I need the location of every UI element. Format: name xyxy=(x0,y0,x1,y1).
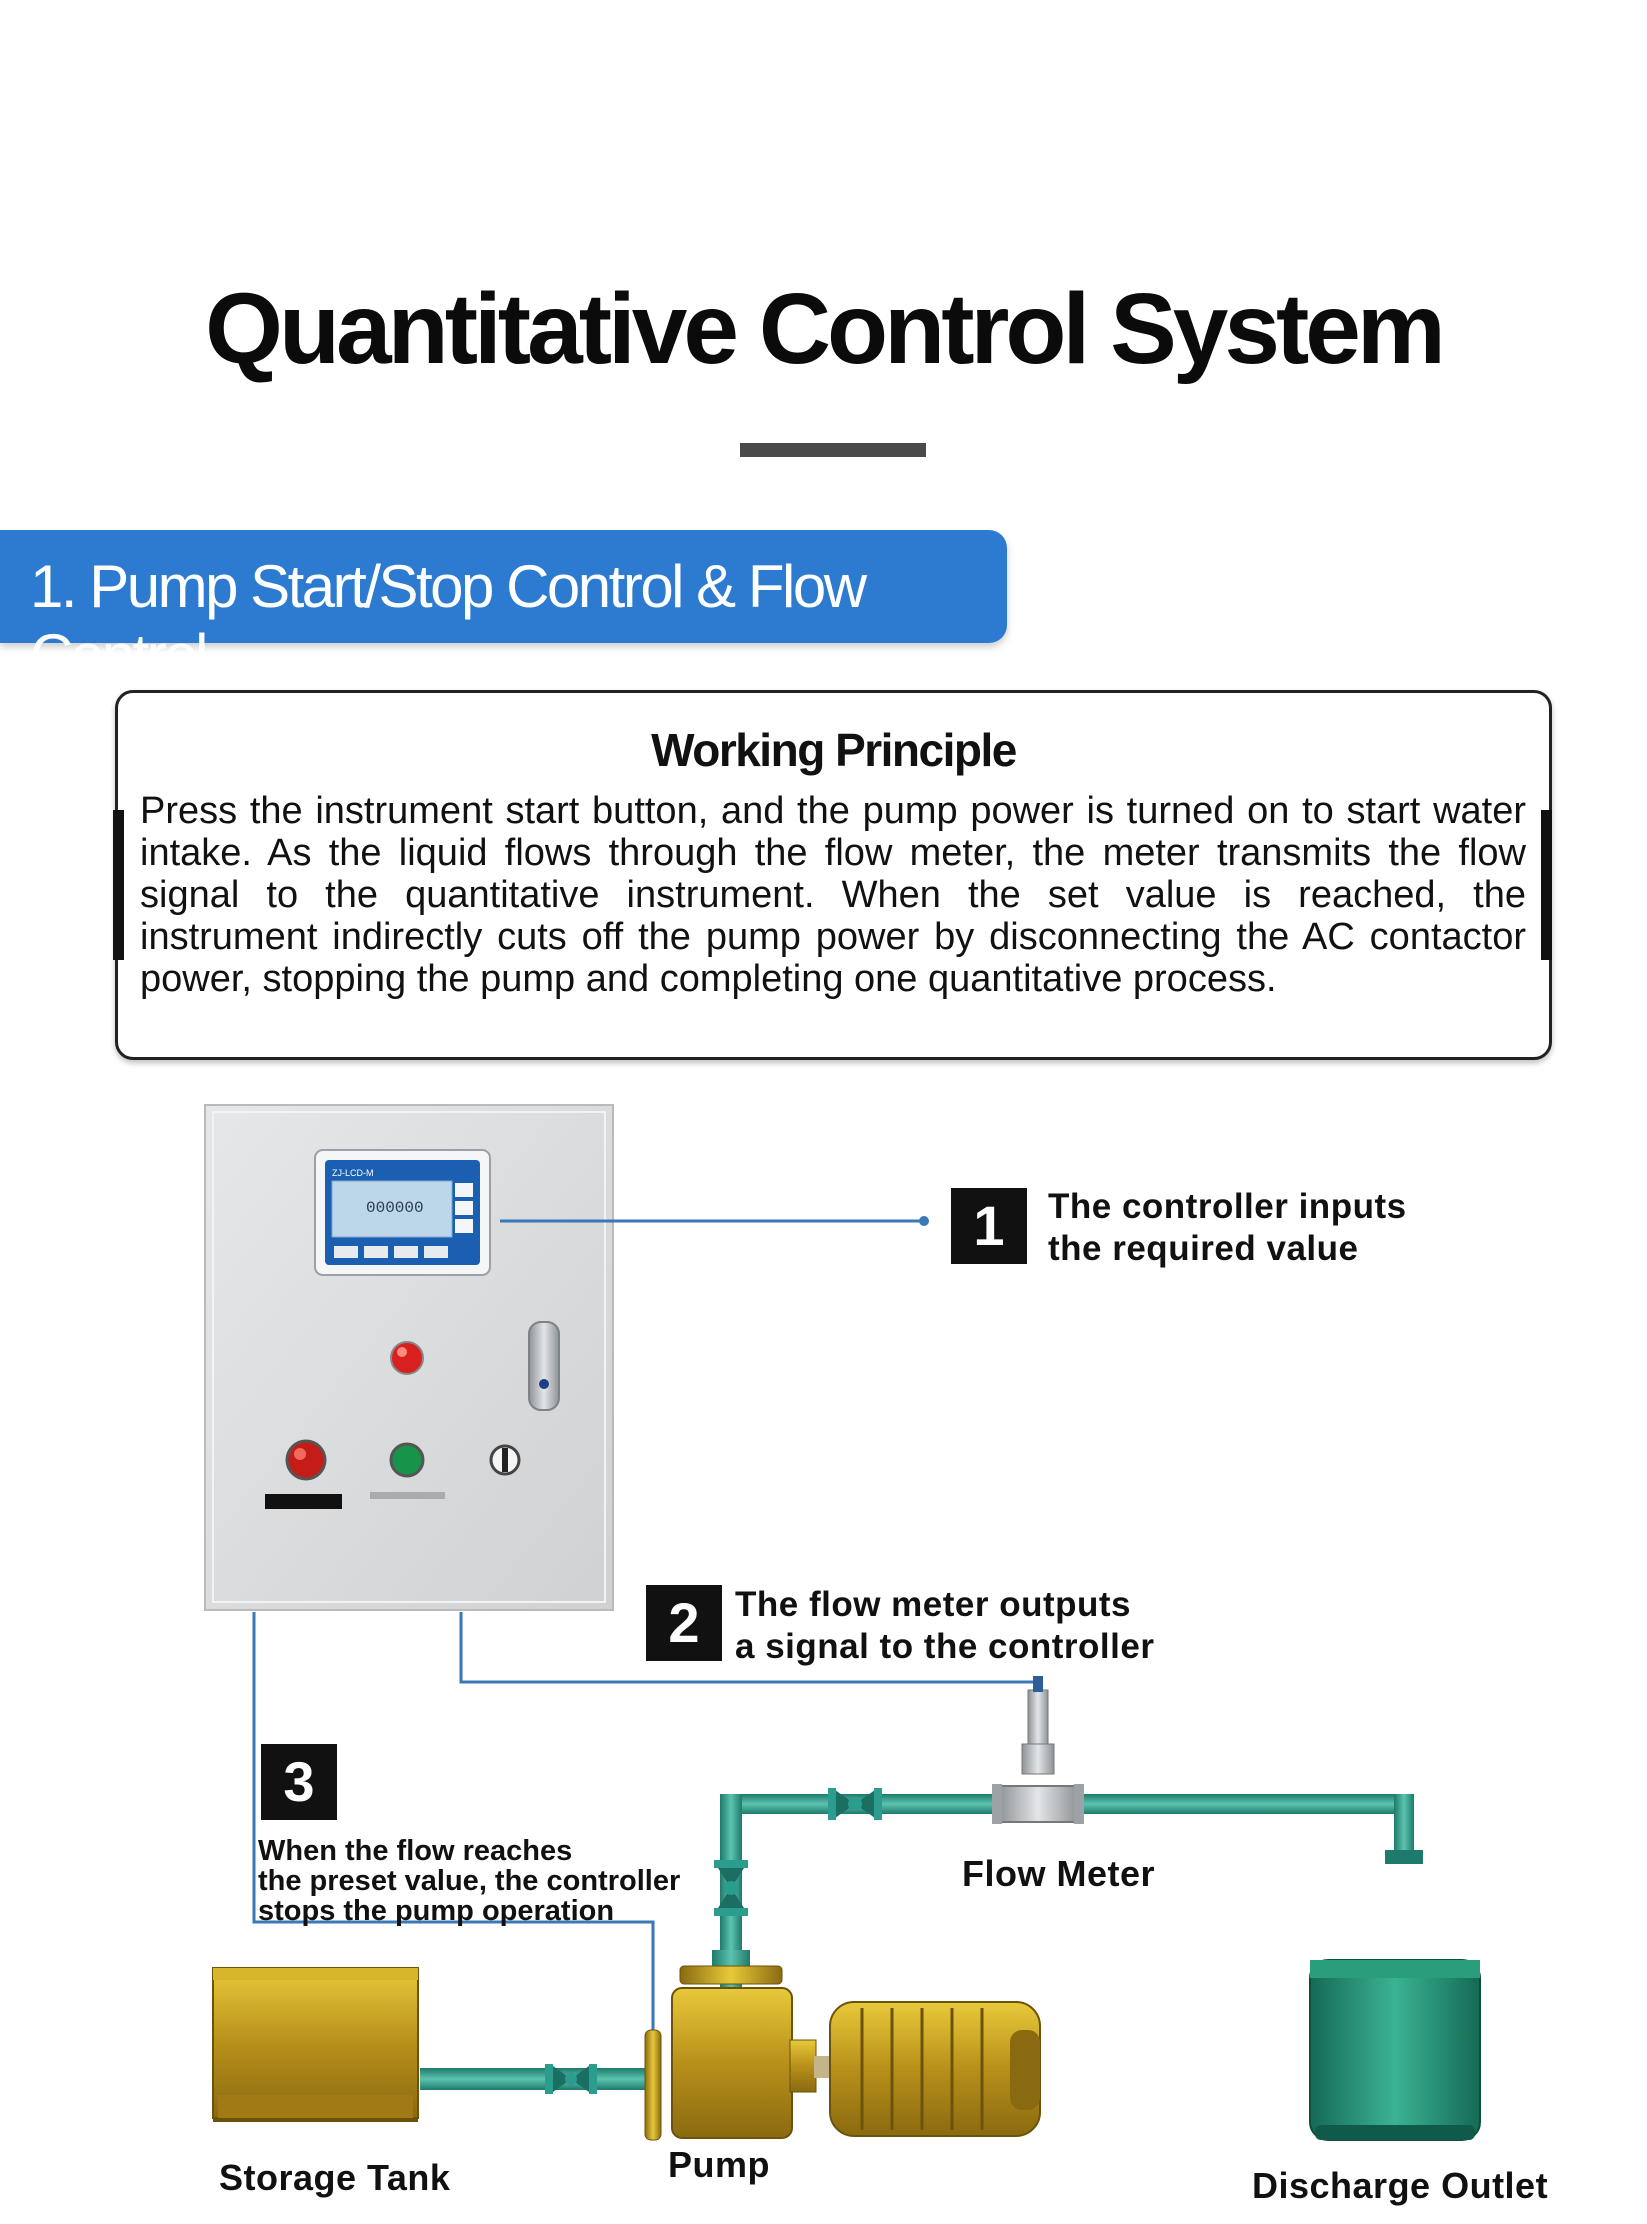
title-underline xyxy=(740,443,926,457)
box-right-accent xyxy=(1541,810,1552,960)
nameplate-center xyxy=(370,1492,445,1499)
callout-1-text: The controller inputs the required value xyxy=(1048,1186,1407,1270)
storage-tank-icon xyxy=(212,1967,419,2122)
callout-1-number: 1 xyxy=(951,1188,1027,1264)
callout-2-number: 2 xyxy=(646,1585,722,1661)
callout-1-line2: the required value xyxy=(1048,1229,1359,1268)
pump-label: Pump xyxy=(668,2144,771,2185)
nameplate-left xyxy=(265,1494,342,1509)
flow-controller-unit: ZJ-LCD-M 000000 xyxy=(314,1149,491,1276)
flow-meter-icon xyxy=(992,1676,1084,1824)
start-button-icon xyxy=(389,1442,425,1478)
callout-3-number: 3 xyxy=(261,1744,337,1820)
working-principle-title: Working Principle xyxy=(651,724,1017,776)
callout-2-text: The flow meter outputs a signal to the c… xyxy=(735,1584,1154,1668)
controller-down-button xyxy=(424,1246,448,1258)
section-banner: 1. Pump Start/Stop Control & Flow Contro… xyxy=(0,530,1007,689)
storage-tank-label: Storage Tank xyxy=(219,2157,451,2198)
pump-icon xyxy=(644,1950,1041,2141)
working-principle-box xyxy=(115,690,1552,1060)
inlet-valve-icon xyxy=(545,2064,597,2094)
callout-2-line2: a signal to the controller xyxy=(735,1627,1155,1666)
pump-control-line xyxy=(252,1612,655,2040)
discharge-outlet-icon xyxy=(1309,1959,1481,2141)
check-valve-icon xyxy=(714,1860,748,1916)
page-title: Quantitative Control System xyxy=(205,273,1446,385)
controller-set-button xyxy=(364,1246,388,1258)
callout-2-line1: The flow meter outputs xyxy=(735,1585,1131,1624)
section-banner-label: 1. Pump Start/Stop Control & Flow Contro… xyxy=(30,553,867,689)
controller-up-button xyxy=(394,1246,418,1258)
control-cabinet: ZJ-LCD-M 000000 xyxy=(204,1104,614,1611)
discharge-outlet-label: Discharge Outlet xyxy=(1252,2165,1549,2206)
callout-3-line3: stops the pump operation xyxy=(258,1895,615,1927)
gate-valve-icon xyxy=(828,1788,882,1820)
working-principle-text: Press the instrument start button, and t… xyxy=(140,790,1526,1000)
controller-model: ZJ-LCD-M xyxy=(332,1168,374,1178)
callout-3-text: When the flow reaches the preset value, … xyxy=(258,1836,680,1926)
emergency-stop-icon xyxy=(285,1439,327,1481)
indicator-lamp-icon xyxy=(390,1341,424,1375)
callout-3-line2: the preset value, the controller xyxy=(258,1865,681,1897)
controller-menu-button xyxy=(334,1246,358,1258)
box-left-accent xyxy=(113,810,124,960)
callout-1-line1: The controller inputs xyxy=(1048,1187,1407,1226)
door-handle-icon xyxy=(528,1321,560,1411)
callout-3-line1: When the flow reaches xyxy=(258,1835,573,1867)
flow-meter-label: Flow Meter xyxy=(962,1853,1156,1894)
controller-display-value: 000000 xyxy=(366,1199,424,1217)
